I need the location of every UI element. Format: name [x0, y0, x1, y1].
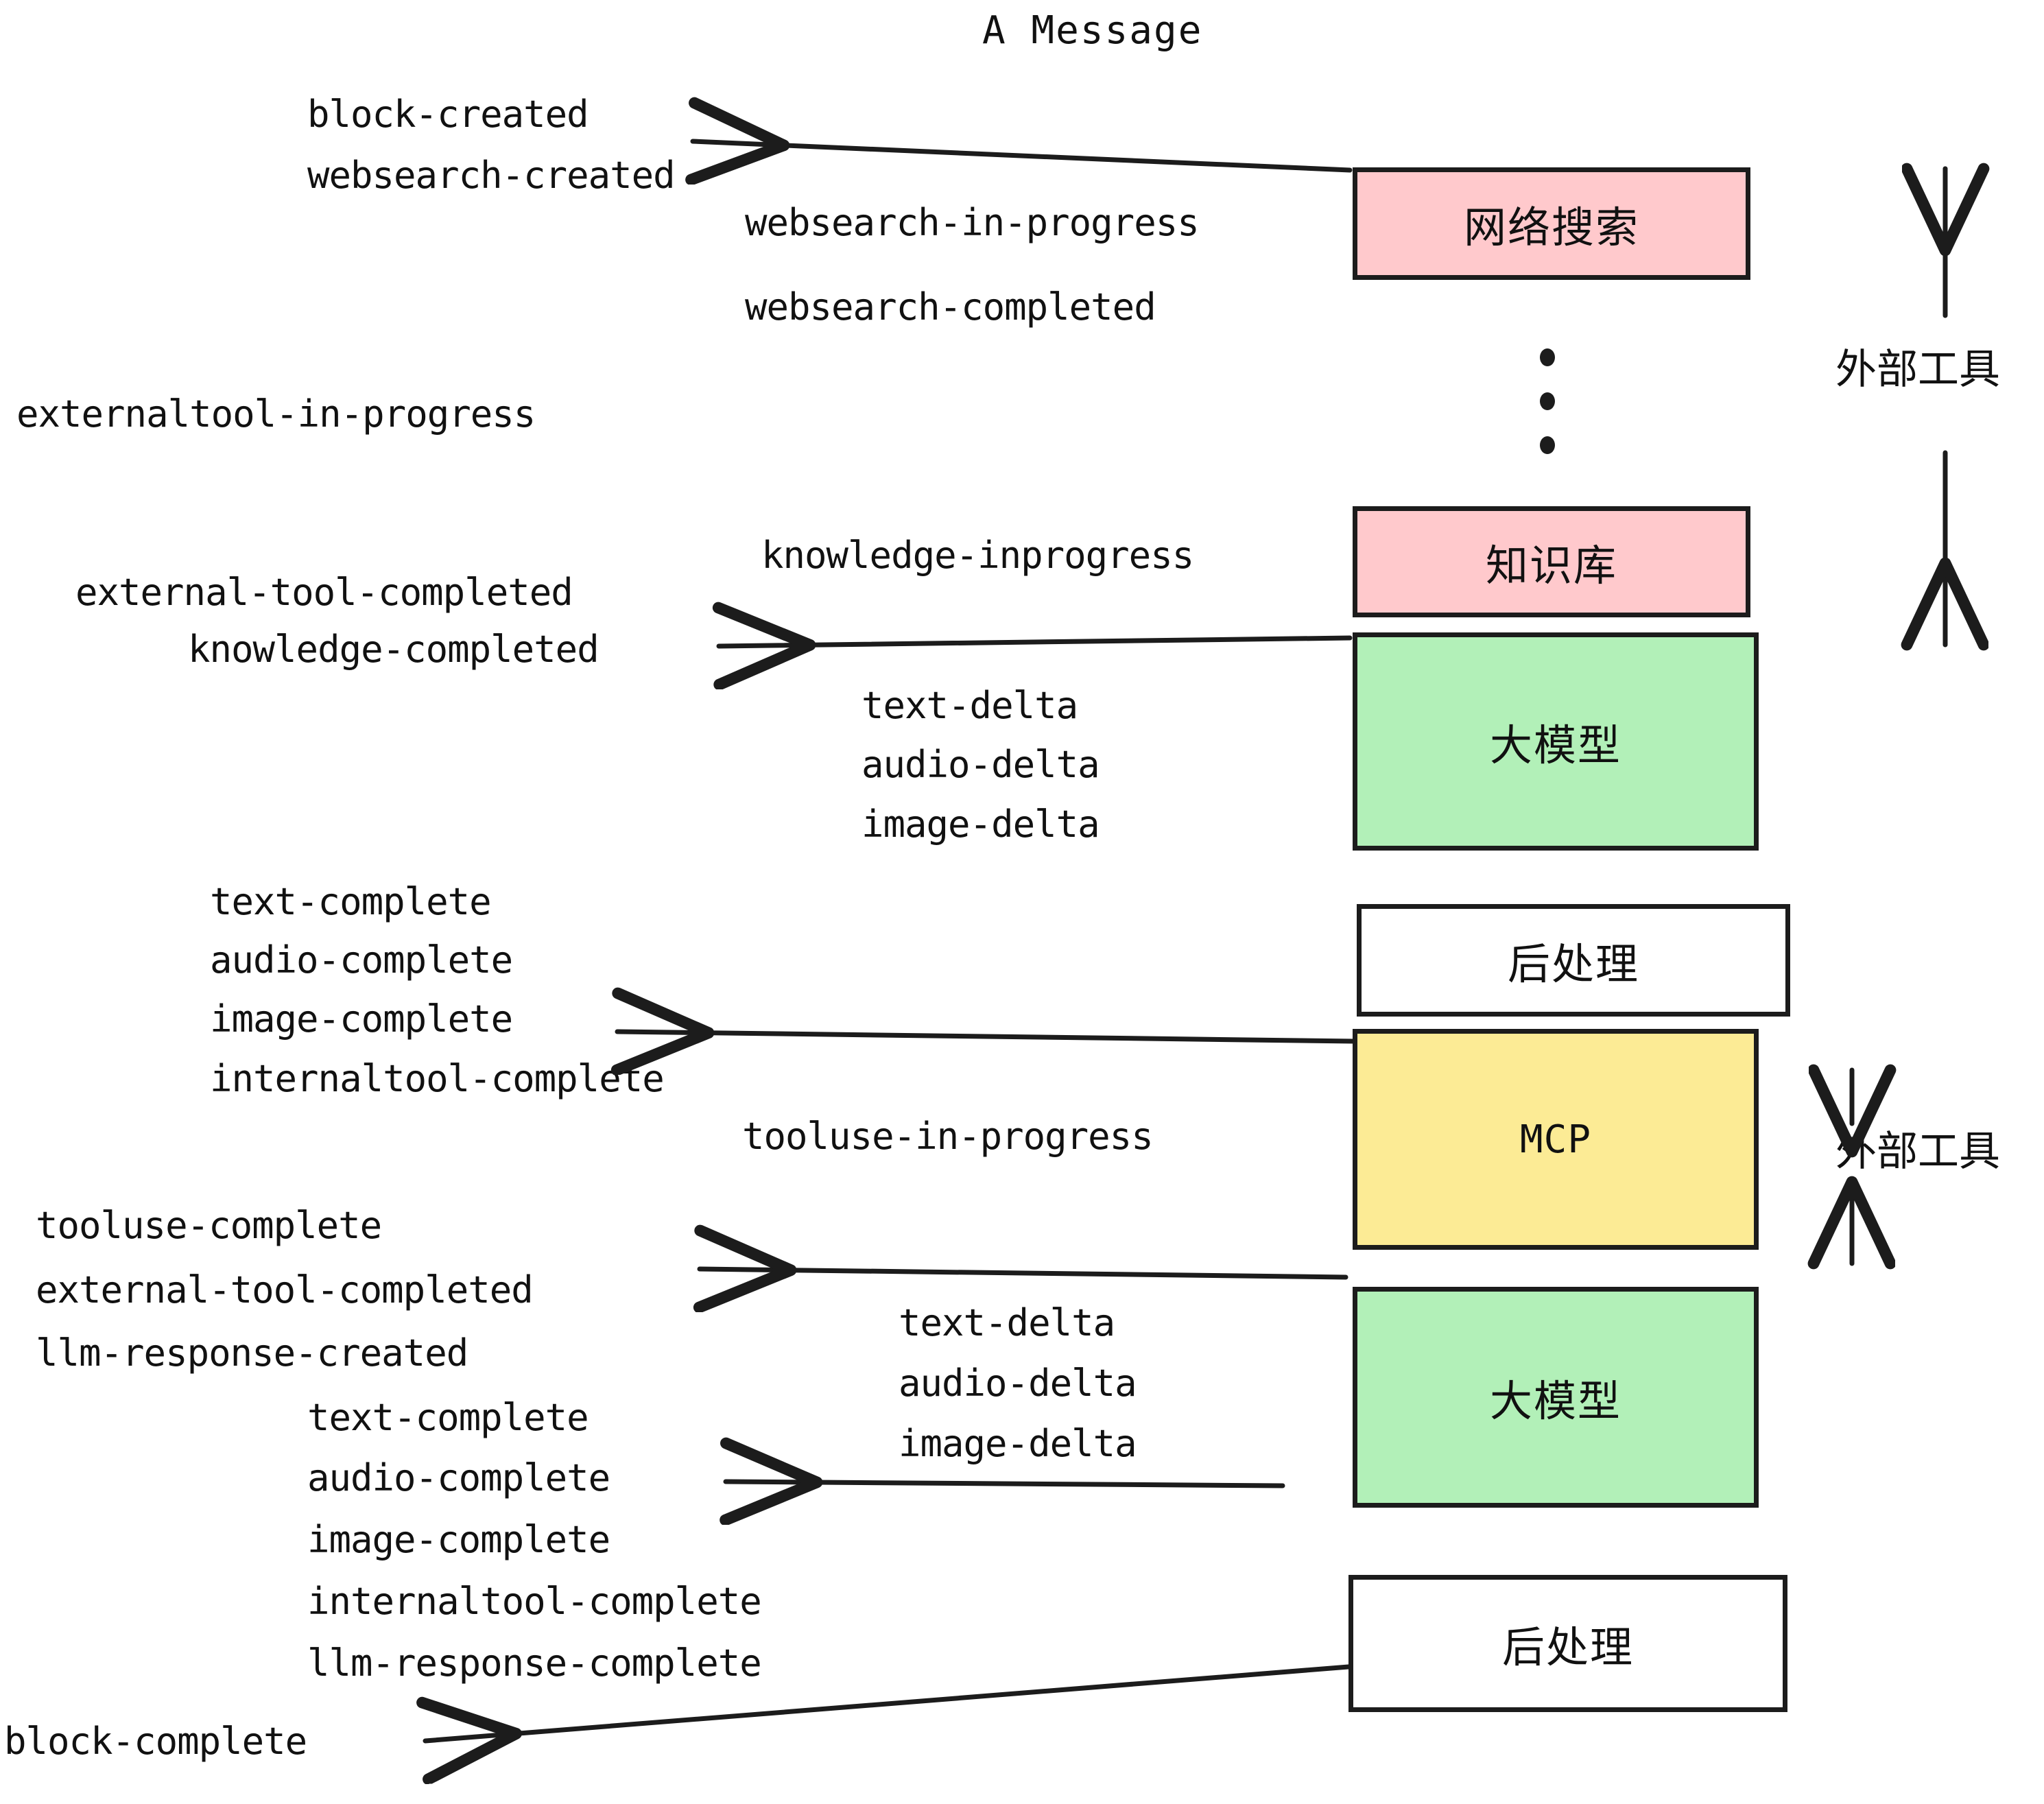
- node-knowledge-base-label: 知识库: [1485, 541, 1617, 591]
- ellipsis-dot-1: [1540, 348, 1555, 366]
- node-llm-1-label: 大模型: [1489, 720, 1621, 770]
- node-mcp-label: MCP: [1519, 1117, 1592, 1162]
- node-llm-2-label: 大模型: [1489, 1376, 1621, 1426]
- event-tooluse-in-progress: tooluse-in-progress: [742, 1115, 1154, 1158]
- event-internaltool-complete-2: internaltool-complete: [307, 1580, 762, 1623]
- event-text-complete-2: text-complete: [307, 1396, 589, 1439]
- event-websearch-in-progress: websearch-in-progress: [745, 201, 1200, 244]
- event-external-tool-completed-2: external-tool-completed: [36, 1268, 534, 1312]
- side-label-external-tools-bottom: 外部工具: [1835, 1128, 2000, 1176]
- event-knowledge-completed: knowledge-completed: [188, 628, 599, 671]
- node-llm-2[interactable]: 大模型: [1353, 1287, 1759, 1508]
- event-externaltool-in-progress: externaltool-in-progress: [16, 392, 536, 436]
- ellipsis-dot-2: [1540, 392, 1555, 410]
- node-mcp[interactable]: MCP: [1353, 1029, 1759, 1250]
- node-postprocess-2[interactable]: 后处理: [1348, 1575, 1787, 1712]
- event-text-delta-1: text-delta: [861, 684, 1078, 727]
- arrow-websearch-to-block-created: [693, 141, 1353, 170]
- node-postprocess-1[interactable]: 后处理: [1357, 904, 1790, 1017]
- event-image-delta-2: image-delta: [899, 1422, 1137, 1465]
- event-audio-complete-2: audio-complete: [307, 1456, 610, 1499]
- event-websearch-created: websearch-created: [307, 154, 676, 197]
- ellipsis-dot-3: [1540, 436, 1555, 454]
- node-llm-1[interactable]: 大模型: [1353, 632, 1759, 851]
- event-tooluse-complete: tooluse-complete: [36, 1204, 382, 1247]
- node-postprocess-2-label: 后处理: [1501, 1622, 1634, 1672]
- event-audio-delta-1: audio-delta: [861, 743, 1100, 786]
- node-knowledge-base[interactable]: 知识库: [1353, 506, 1750, 617]
- node-web-search[interactable]: 网络搜索: [1353, 167, 1750, 280]
- arrow-llm2-to-audio-complete: [726, 1482, 1285, 1486]
- event-internaltool-complete-1: internaltool-complete: [210, 1057, 665, 1100]
- arrow-knowledge-to-knowledge-completed: [719, 638, 1353, 646]
- event-text-delta-2: text-delta: [899, 1301, 1115, 1344]
- side-label-external-tools-top: 外部工具: [1835, 346, 2000, 394]
- event-audio-delta-2: audio-delta: [899, 1362, 1137, 1405]
- event-image-delta-1: image-delta: [861, 803, 1100, 846]
- event-llm-response-complete: llm-response-complete: [307, 1641, 762, 1685]
- event-audio-complete-1: audio-complete: [210, 938, 513, 982]
- node-postprocess-1-label: 后处理: [1507, 939, 1639, 989]
- arrow-postprocess1-to-image-complete: [617, 1032, 1357, 1041]
- event-image-complete-2: image-complete: [307, 1518, 610, 1561]
- event-image-complete-1: image-complete: [210, 997, 513, 1041]
- event-knowledge-inprogress: knowledge-inprogress: [761, 534, 1194, 577]
- event-external-tool-completed-1: external-tool-completed: [75, 571, 573, 614]
- event-block-complete: block-complete: [4, 1720, 307, 1763]
- event-block-created: block-created: [307, 93, 589, 136]
- event-text-complete-1: text-complete: [210, 880, 492, 923]
- event-llm-response-created: llm-response-created: [36, 1331, 468, 1375]
- event-websearch-completed: websearch-completed: [745, 285, 1156, 329]
- arrow-mcp-to-tooluse-complete: [700, 1269, 1348, 1277]
- diagram-title: A Message: [982, 8, 1203, 53]
- node-web-search-label: 网络搜索: [1463, 202, 1639, 252]
